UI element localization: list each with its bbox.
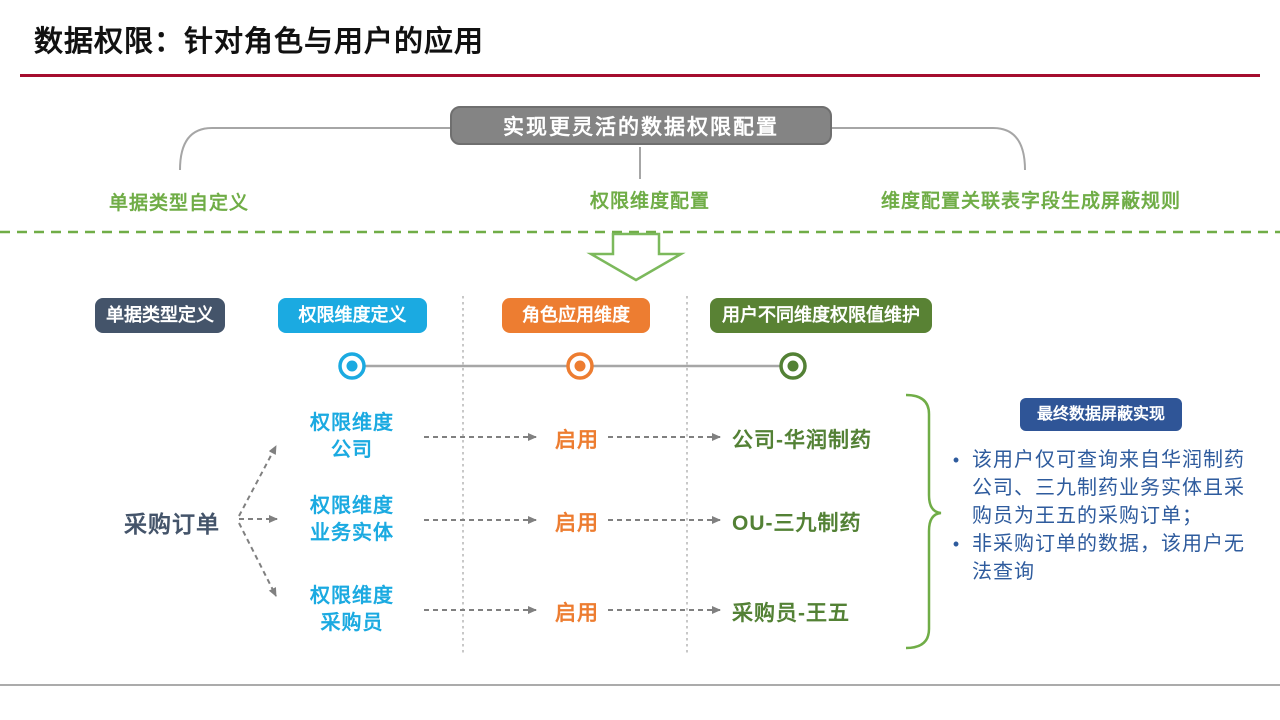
column-divider-lines	[462, 296, 688, 656]
down-arrow-icon	[586, 232, 686, 282]
value-business-entity: OU-三九制药	[732, 512, 862, 535]
value-buyer: 采购员-王五	[732, 602, 850, 625]
value-company: 公司-华润制药	[732, 429, 872, 452]
title-underline	[20, 74, 1260, 77]
result-bullet-list: • 该用户仅可查询来自华润制药公司、三九制药业务实体且采购员为王五的采购订单； …	[940, 446, 1262, 586]
list-item: • 非采购订单的数据，该用户无法查询	[940, 530, 1262, 586]
timeline-marker-cyan-icon	[338, 352, 366, 380]
column-header-dimension-definition: 权限维度定义	[278, 298, 427, 333]
status-enabled-3: 启用	[555, 602, 599, 625]
timeline-marker-orange-icon	[566, 352, 594, 380]
column-header-user-dimension-values: 用户不同维度权限值维护	[710, 298, 932, 333]
dimension-item-buyer: 权限维度 采购员	[310, 585, 394, 634]
flow-connector-lines	[179, 127, 1026, 179]
bullet-icon: •	[952, 450, 960, 470]
dimension-item-business-entity: 权限维度 业务实体	[310, 495, 394, 544]
footer-divider	[0, 684, 1280, 686]
source-label: 采购订单	[124, 511, 220, 537]
dimension-to-status-arrows	[424, 433, 537, 614]
result-title-box: 最终数据屏蔽实现	[1020, 398, 1182, 431]
status-enabled-2: 启用	[555, 512, 599, 535]
flow-branch-mask-rule: 维度配置关联表字段生成屏蔽规则	[880, 191, 1182, 212]
list-item: • 该用户仅可查询来自华润制药公司、三九制药业务实体且采购员为王五的采购订单；	[940, 446, 1262, 530]
flow-main-box: 实现更灵活的数据权限配置	[450, 106, 832, 145]
fan-arrows	[238, 445, 278, 597]
column-header-role-dimension: 角色应用维度	[502, 298, 650, 333]
status-to-value-arrows	[608, 433, 721, 614]
flow-branch-doc-type: 单据类型自定义	[108, 193, 250, 214]
dimension-item-company: 权限维度 公司	[310, 412, 394, 461]
bullet-icon: •	[952, 534, 960, 554]
page-title: 数据权限：针对角色与用户的应用	[34, 26, 485, 58]
status-enabled-1: 启用	[555, 429, 599, 452]
column-header-doc-type-definition: 单据类型定义	[95, 298, 225, 333]
flow-branch-dimension-config: 权限维度配置	[589, 191, 711, 212]
brace-icon	[905, 393, 942, 650]
timeline-marker-green-icon	[779, 352, 807, 380]
